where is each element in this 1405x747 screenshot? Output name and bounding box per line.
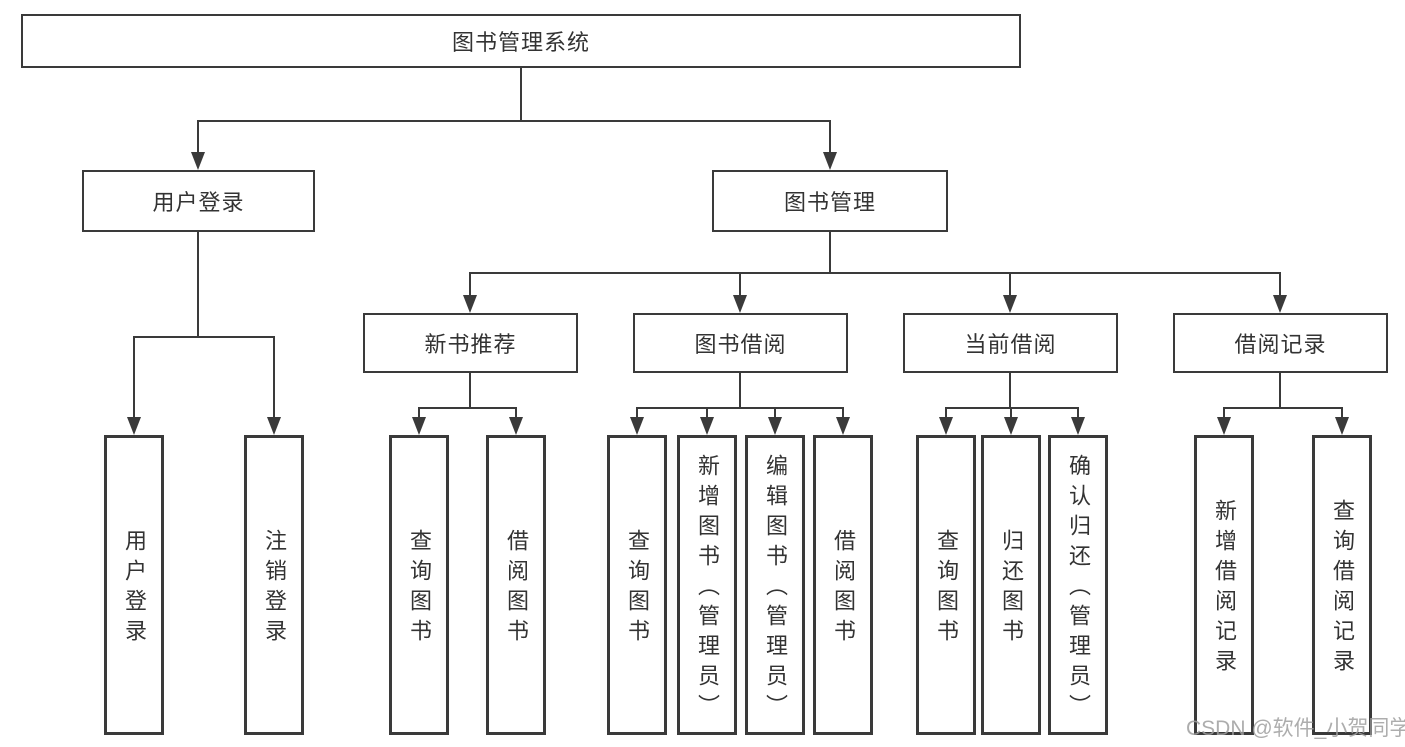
- node-borrow-records: 借阅记录: [1173, 313, 1388, 373]
- connector-stem-bor-add: [706, 407, 708, 419]
- connector-stem-logout: [273, 336, 275, 418]
- leaf-bor-borrow-book-label: 借阅图书: [831, 529, 856, 649]
- connector-stem-bor-edit: [774, 407, 776, 419]
- connector-stem-rec-borrow: [515, 407, 517, 419]
- arrow-to-cur-confirm: [1071, 417, 1085, 435]
- connector-borrow-drop: [739, 373, 741, 407]
- connector-stem-new-rec: [469, 272, 471, 297]
- leaf-logout: 注销登录: [244, 435, 304, 735]
- connector-stem-add-record: [1223, 407, 1225, 419]
- arrow-to-logout: [267, 417, 281, 435]
- leaf-bor-add-book: 新增图书（管理员）: [677, 435, 737, 735]
- connector-newrec-drop: [469, 373, 471, 407]
- connector-stem-rec-query: [418, 407, 420, 419]
- connector-records-rail: [1224, 407, 1343, 409]
- leaf-cur-return-book-label: 归还图书: [999, 529, 1024, 649]
- connector-root-drop: [520, 68, 522, 120]
- connector-bookmgmt-rail: [470, 272, 1281, 274]
- node-book-borrow-label: 图书借阅: [694, 332, 787, 357]
- node-book-management: 图书管理: [712, 170, 948, 232]
- leaf-add-borrow-record-label: 新增借阅记录: [1212, 499, 1237, 679]
- connector-stem-bor-query: [636, 407, 638, 419]
- leaf-rec-borrow-book: 借阅图书: [486, 435, 546, 735]
- leaf-logout-label: 注销登录: [262, 529, 287, 649]
- arrow-to-current: [1003, 295, 1017, 313]
- connector-stem-records: [1279, 272, 1281, 297]
- leaf-bor-query-book-label: 查询图书: [625, 529, 650, 649]
- arrow-to-new-rec: [463, 295, 477, 313]
- arrow-to-bor-add: [700, 417, 714, 435]
- leaf-rec-query-book: 查询图书: [389, 435, 449, 735]
- leaf-cur-query-book-label: 查询图书: [934, 529, 959, 649]
- leaf-query-borrow-record: 查询借阅记录: [1312, 435, 1372, 735]
- leaf-bor-borrow-book: 借阅图书: [813, 435, 873, 735]
- leaf-cur-confirm-return: 确认归还（管理员）: [1048, 435, 1108, 735]
- node-user-login-label: 用户登录: [152, 190, 245, 215]
- arrow-to-cur-query: [939, 417, 953, 435]
- connector-stem-book-mgmt: [829, 120, 831, 154]
- connector-stem-borrow: [739, 272, 741, 297]
- arrow-to-rec-query: [412, 417, 426, 435]
- arrow-to-borrow: [733, 295, 747, 313]
- connector-current-rail: [946, 407, 1079, 409]
- leaf-cur-return-book: 归还图书: [981, 435, 1041, 735]
- csdn-watermark: CSDN @软件_小贺同学: [1186, 717, 1405, 740]
- connector-stem-bor-borrow: [842, 407, 844, 419]
- node-current-borrow: 当前借阅: [903, 313, 1118, 373]
- node-new-book-recommend-label: 新书推荐: [424, 332, 517, 357]
- leaf-user-login: 用户登录: [104, 435, 164, 735]
- connector-stem-cur-confirm: [1077, 407, 1079, 419]
- leaf-rec-query-book-label: 查询图书: [407, 529, 432, 649]
- connector-newrec-rail: [419, 407, 517, 409]
- node-user-login: 用户登录: [82, 170, 315, 232]
- connector-bookmgmt-drop: [829, 232, 831, 272]
- connector-stem-cur-return: [1010, 407, 1012, 419]
- node-root: 图书管理系统: [21, 14, 1021, 68]
- arrow-to-bor-edit: [768, 417, 782, 435]
- arrow-to-bor-borrow: [836, 417, 850, 435]
- connector-userlogin-drop: [197, 232, 199, 336]
- node-book-borrow: 图书借阅: [633, 313, 848, 373]
- arrow-to-book-mgmt: [823, 152, 837, 170]
- leaf-bor-query-book: 查询图书: [607, 435, 667, 735]
- connector-borrow-rail: [637, 407, 844, 409]
- arrow-to-bor-query: [630, 417, 644, 435]
- leaf-add-borrow-record: 新增借阅记录: [1194, 435, 1254, 735]
- connector-records-drop: [1279, 373, 1281, 407]
- node-new-book-recommend: 新书推荐: [363, 313, 578, 373]
- arrow-to-records: [1273, 295, 1287, 313]
- connector-stem-user-login: [197, 120, 199, 154]
- leaf-user-login-label: 用户登录: [122, 529, 147, 649]
- connector-current-drop: [1009, 373, 1011, 407]
- leaf-query-borrow-record-label: 查询借阅记录: [1330, 499, 1355, 679]
- arrow-to-add-record: [1217, 417, 1231, 435]
- arrow-to-cur-return: [1004, 417, 1018, 435]
- leaf-bor-edit-book: 编辑图书（管理员）: [745, 435, 805, 735]
- arrow-to-user-login: [191, 152, 205, 170]
- connector-stem-query-record: [1341, 407, 1343, 419]
- leaf-rec-borrow-book-label: 借阅图书: [504, 529, 529, 649]
- connector-stem-login: [133, 336, 135, 418]
- connector-stem-current: [1009, 272, 1011, 297]
- leaf-bor-edit-book-label: 编辑图书（管理员）: [763, 454, 788, 724]
- arrow-to-query-record: [1335, 417, 1349, 435]
- leaf-bor-add-book-label: 新增图书（管理员）: [695, 454, 720, 724]
- leaf-cur-confirm-return-label: 确认归还（管理员）: [1066, 454, 1091, 724]
- connector-userlogin-rail: [133, 336, 275, 338]
- arrow-to-rec-borrow: [509, 417, 523, 435]
- connector-stem-cur-query: [945, 407, 947, 419]
- leaf-cur-query-book: 查询图书: [916, 435, 976, 735]
- node-current-borrow-label: 当前借阅: [964, 332, 1057, 357]
- node-book-management-label: 图书管理: [783, 190, 876, 215]
- arrow-to-login: [127, 417, 141, 435]
- node-root-label: 图书管理系统: [451, 30, 590, 55]
- node-borrow-records-label: 借阅记录: [1234, 332, 1327, 357]
- connector-root-rail: [198, 120, 831, 122]
